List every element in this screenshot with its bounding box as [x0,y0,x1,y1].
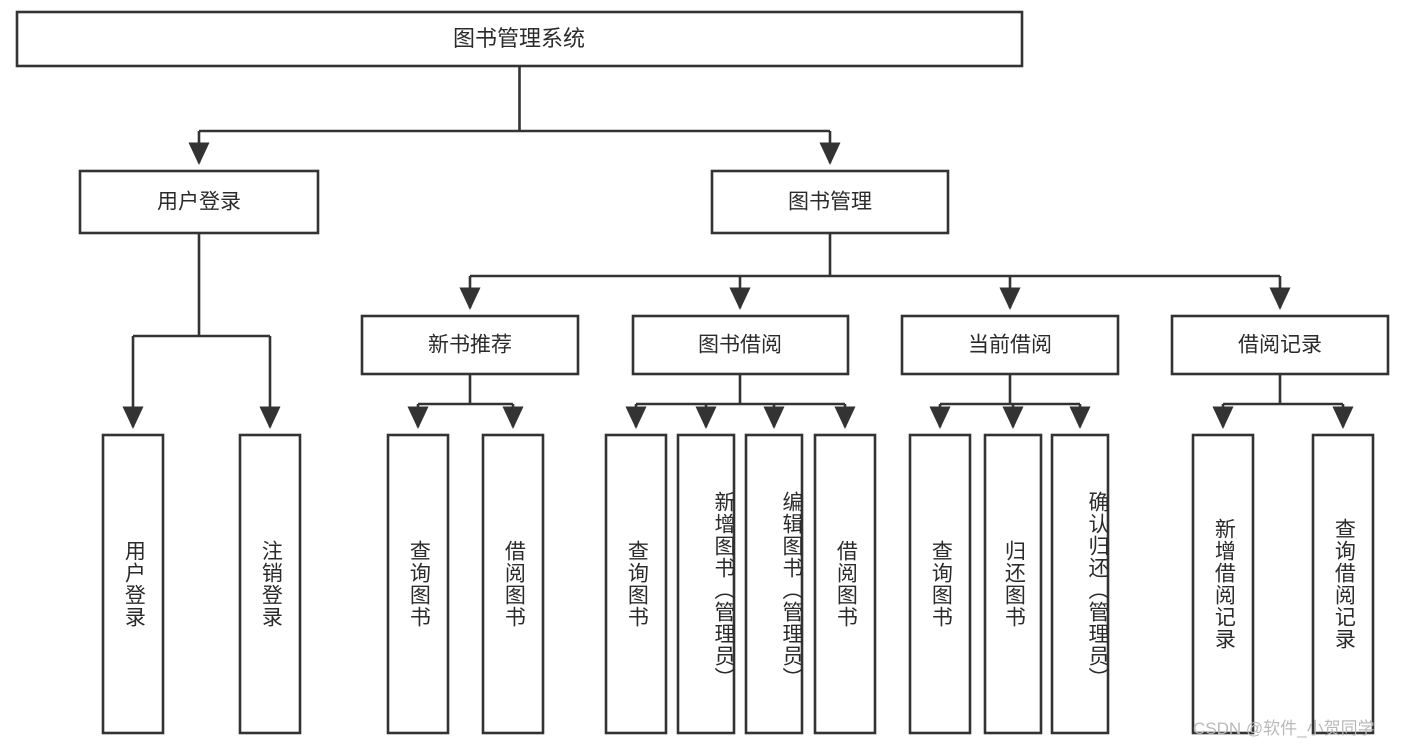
leaf-box-borrow-book-rec[interactable] [481,433,545,735]
leaf-box-borrow-book-brw[interactable] [813,433,877,735]
connector-borrow-to-leaves [625,374,856,429]
connector-records-to-leaves [1212,374,1354,429]
leaf-box-query-book-brw[interactable] [604,433,668,735]
leaf-box-add-book-admin[interactable] [676,433,736,735]
leaf-box-logout[interactable] [238,433,302,735]
node-borrow-records[interactable]: 借阅记录 [1170,314,1390,376]
leaf-box-query-record[interactable] [1311,433,1375,735]
node-book-management-label: 图书管理 [788,191,872,214]
leaf-box-return-book[interactable] [983,433,1043,735]
node-root[interactable]: 图书管理系统 [15,10,1024,68]
leaf-box-user-login[interactable] [101,433,165,735]
connector-book-mgmt-to-level3 [459,233,1291,310]
csdn-watermark: CSDN @软件_小贺同学 [1193,719,1375,738]
node-root-label: 图书管理系统 [453,26,585,51]
connector-new-book-to-leaves [407,374,524,429]
node-borrow-records-label: 借阅记录 [1238,334,1322,357]
node-new-book-recommend[interactable]: 新书推荐 [360,314,580,376]
leaf-box-confirm-return[interactable] [1050,433,1110,735]
connector-user-login-to-leaves [122,233,281,429]
node-book-management[interactable]: 图书管理 [710,169,950,235]
node-user-login[interactable]: 用户登录 [78,169,320,235]
leaf-box-query-book-rec[interactable] [386,433,450,735]
leaf-box-edit-book-admin[interactable] [744,433,804,735]
connector-root-to-level2 [188,66,841,165]
leaf-box-query-book-cur[interactable] [908,433,972,735]
connector-current-borrow-to-leaves [929,374,1091,429]
node-new-book-recommend-label: 新书推荐 [428,334,512,357]
leaf-boxes [101,433,1375,735]
node-current-borrow[interactable]: 当前借阅 [900,314,1120,376]
node-book-borrow-label: 图书借阅 [698,334,782,357]
node-user-login-label: 用户登录 [157,191,241,214]
node-book-borrow[interactable]: 图书借阅 [631,314,850,376]
node-current-borrow-label: 当前借阅 [968,334,1052,357]
leaf-box-add-record[interactable] [1191,433,1255,735]
